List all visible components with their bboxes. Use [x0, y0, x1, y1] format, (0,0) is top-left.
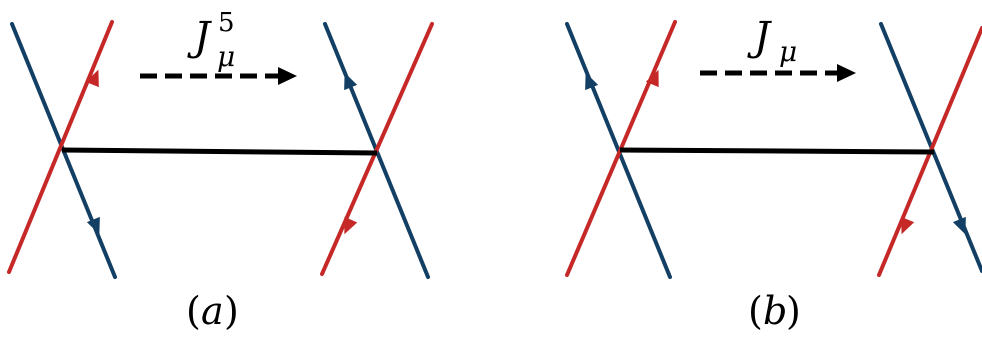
panel-b-current-symbol: J	[747, 14, 772, 60]
panel-b-right-red-arrow-down	[901, 216, 915, 235]
panel-a-right-red-line	[320, 22, 434, 276]
panel-a-interaction-line	[61, 147, 378, 156]
panel-a-left-blue-arrow-down	[86, 216, 100, 235]
panel-a-label-open: (	[186, 289, 201, 333]
panel-a-current-subscript: μ	[217, 40, 235, 73]
panel-b-left-red-arrow-up	[645, 69, 659, 88]
panel-b-interaction-line	[619, 147, 935, 155]
panel-a-right-blue-arrow-up	[344, 72, 358, 91]
panel-a-right-red-arrow-down	[344, 216, 358, 235]
panel-b-label-letter: b	[763, 289, 787, 333]
panel-a-left-red-arrow-up	[85, 69, 99, 88]
panel-b-current-arrowhead	[837, 64, 856, 82]
panel-a-current-superscript: 5	[218, 8, 235, 38]
panel-a: J 5 μ ( a )	[7, 8, 434, 333]
panel-a-current-arrowhead	[278, 67, 297, 85]
panel-a-label-letter: a	[201, 289, 224, 333]
panel-a-current-symbol: J	[187, 14, 212, 60]
panel-b-current-subscript: μ	[779, 35, 797, 68]
panel-a-left-red-line	[7, 20, 114, 274]
panel-a-label-close: )	[224, 289, 239, 333]
panel-b: J μ ( b )	[565, 14, 982, 333]
panel-b-label-close: )	[786, 289, 801, 333]
panel-b-left-blue-arrow-up	[585, 72, 599, 91]
panel-b-right-blue-arrow-down	[952, 216, 966, 235]
panel-b-label-open: (	[748, 289, 763, 333]
